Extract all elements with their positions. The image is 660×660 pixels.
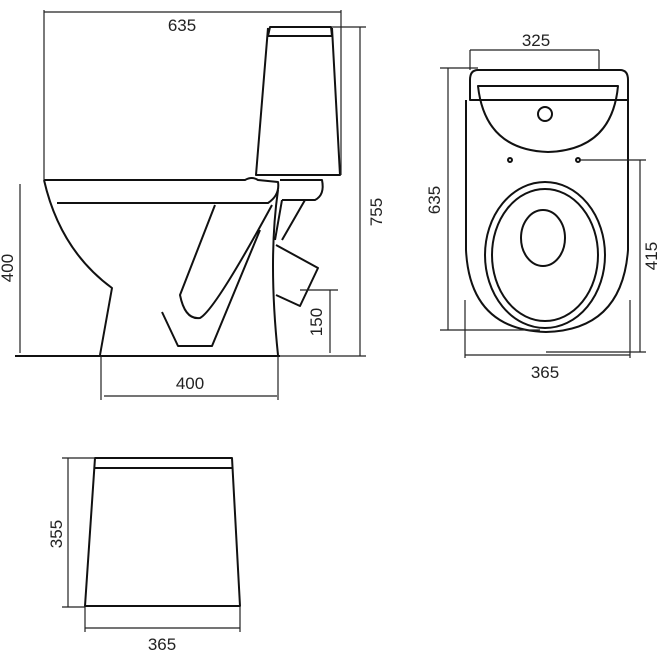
dim-label-width: 635	[168, 16, 196, 35]
tank-body	[255, 27, 341, 176]
dim-label-tank-width: 325	[522, 31, 550, 50]
lid-view: 355 365	[47, 457, 241, 654]
trapway	[161, 204, 273, 347]
dim-label-width: 365	[531, 363, 559, 382]
dim-label-lid-width: 365	[148, 635, 176, 654]
dim-label-seat-height: 400	[0, 254, 17, 282]
bowl-rim	[44, 177, 280, 204]
dim-label-height: 755	[367, 198, 386, 226]
bowl-outer	[43, 179, 113, 356]
tank-lid-front	[84, 457, 241, 607]
dim-label-outlet: 150	[307, 308, 326, 336]
dim-label-lid-height: 355	[47, 520, 66, 548]
tank-basin	[477, 85, 619, 153]
dim-label-seat-length: 415	[642, 242, 660, 270]
flush-button-hole	[537, 106, 553, 122]
seat-opening	[520, 209, 566, 267]
tank-lid	[267, 26, 333, 37]
cistern-connector	[274, 179, 324, 241]
seat-inner	[491, 188, 599, 322]
top-view: 325 635 415 365	[425, 31, 660, 382]
side-view: 635 755 400 150 400	[0, 10, 386, 400]
dim-label-base: 400	[176, 374, 204, 393]
bowl-rear	[272, 189, 279, 356]
bolt-hole	[507, 157, 513, 163]
bolt-hole	[575, 157, 581, 163]
dim-label-length: 635	[425, 186, 444, 214]
bowl-outline	[465, 100, 629, 333]
seat-outer	[484, 181, 606, 329]
outlet	[275, 244, 319, 307]
